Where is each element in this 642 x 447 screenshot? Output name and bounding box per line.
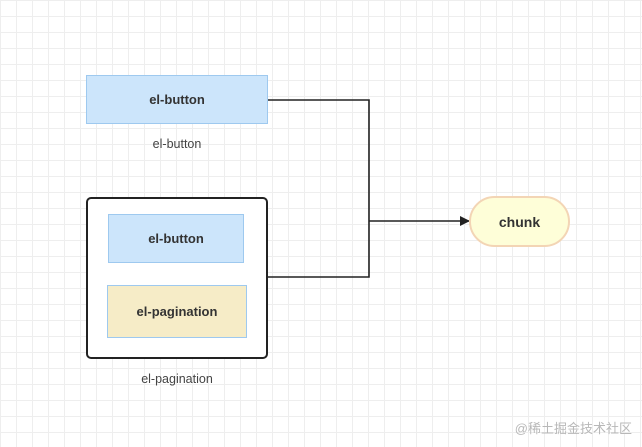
chunk-node-label: chunk: [498, 213, 541, 230]
el-button-caption: el-button: [152, 137, 202, 151]
el-button-node-label: el-button: [149, 92, 205, 107]
edge-button-to-chunk: [268, 99, 370, 221]
el-button-node[interactable]: el-button: [86, 75, 268, 124]
el-button-inner-node[interactable]: el-button: [108, 214, 244, 263]
el-pagination-node-label: el-pagination: [136, 304, 218, 319]
el-pagination-caption: el-pagination: [141, 372, 213, 386]
el-button-inner-label: el-button: [148, 231, 204, 246]
chunk-node[interactable]: chunk: [469, 196, 570, 247]
edge-pagination-to-chunk: [268, 221, 370, 278]
el-pagination-node[interactable]: el-pagination: [107, 285, 247, 338]
watermark: @稀土掘金技术社区: [514, 421, 632, 436]
